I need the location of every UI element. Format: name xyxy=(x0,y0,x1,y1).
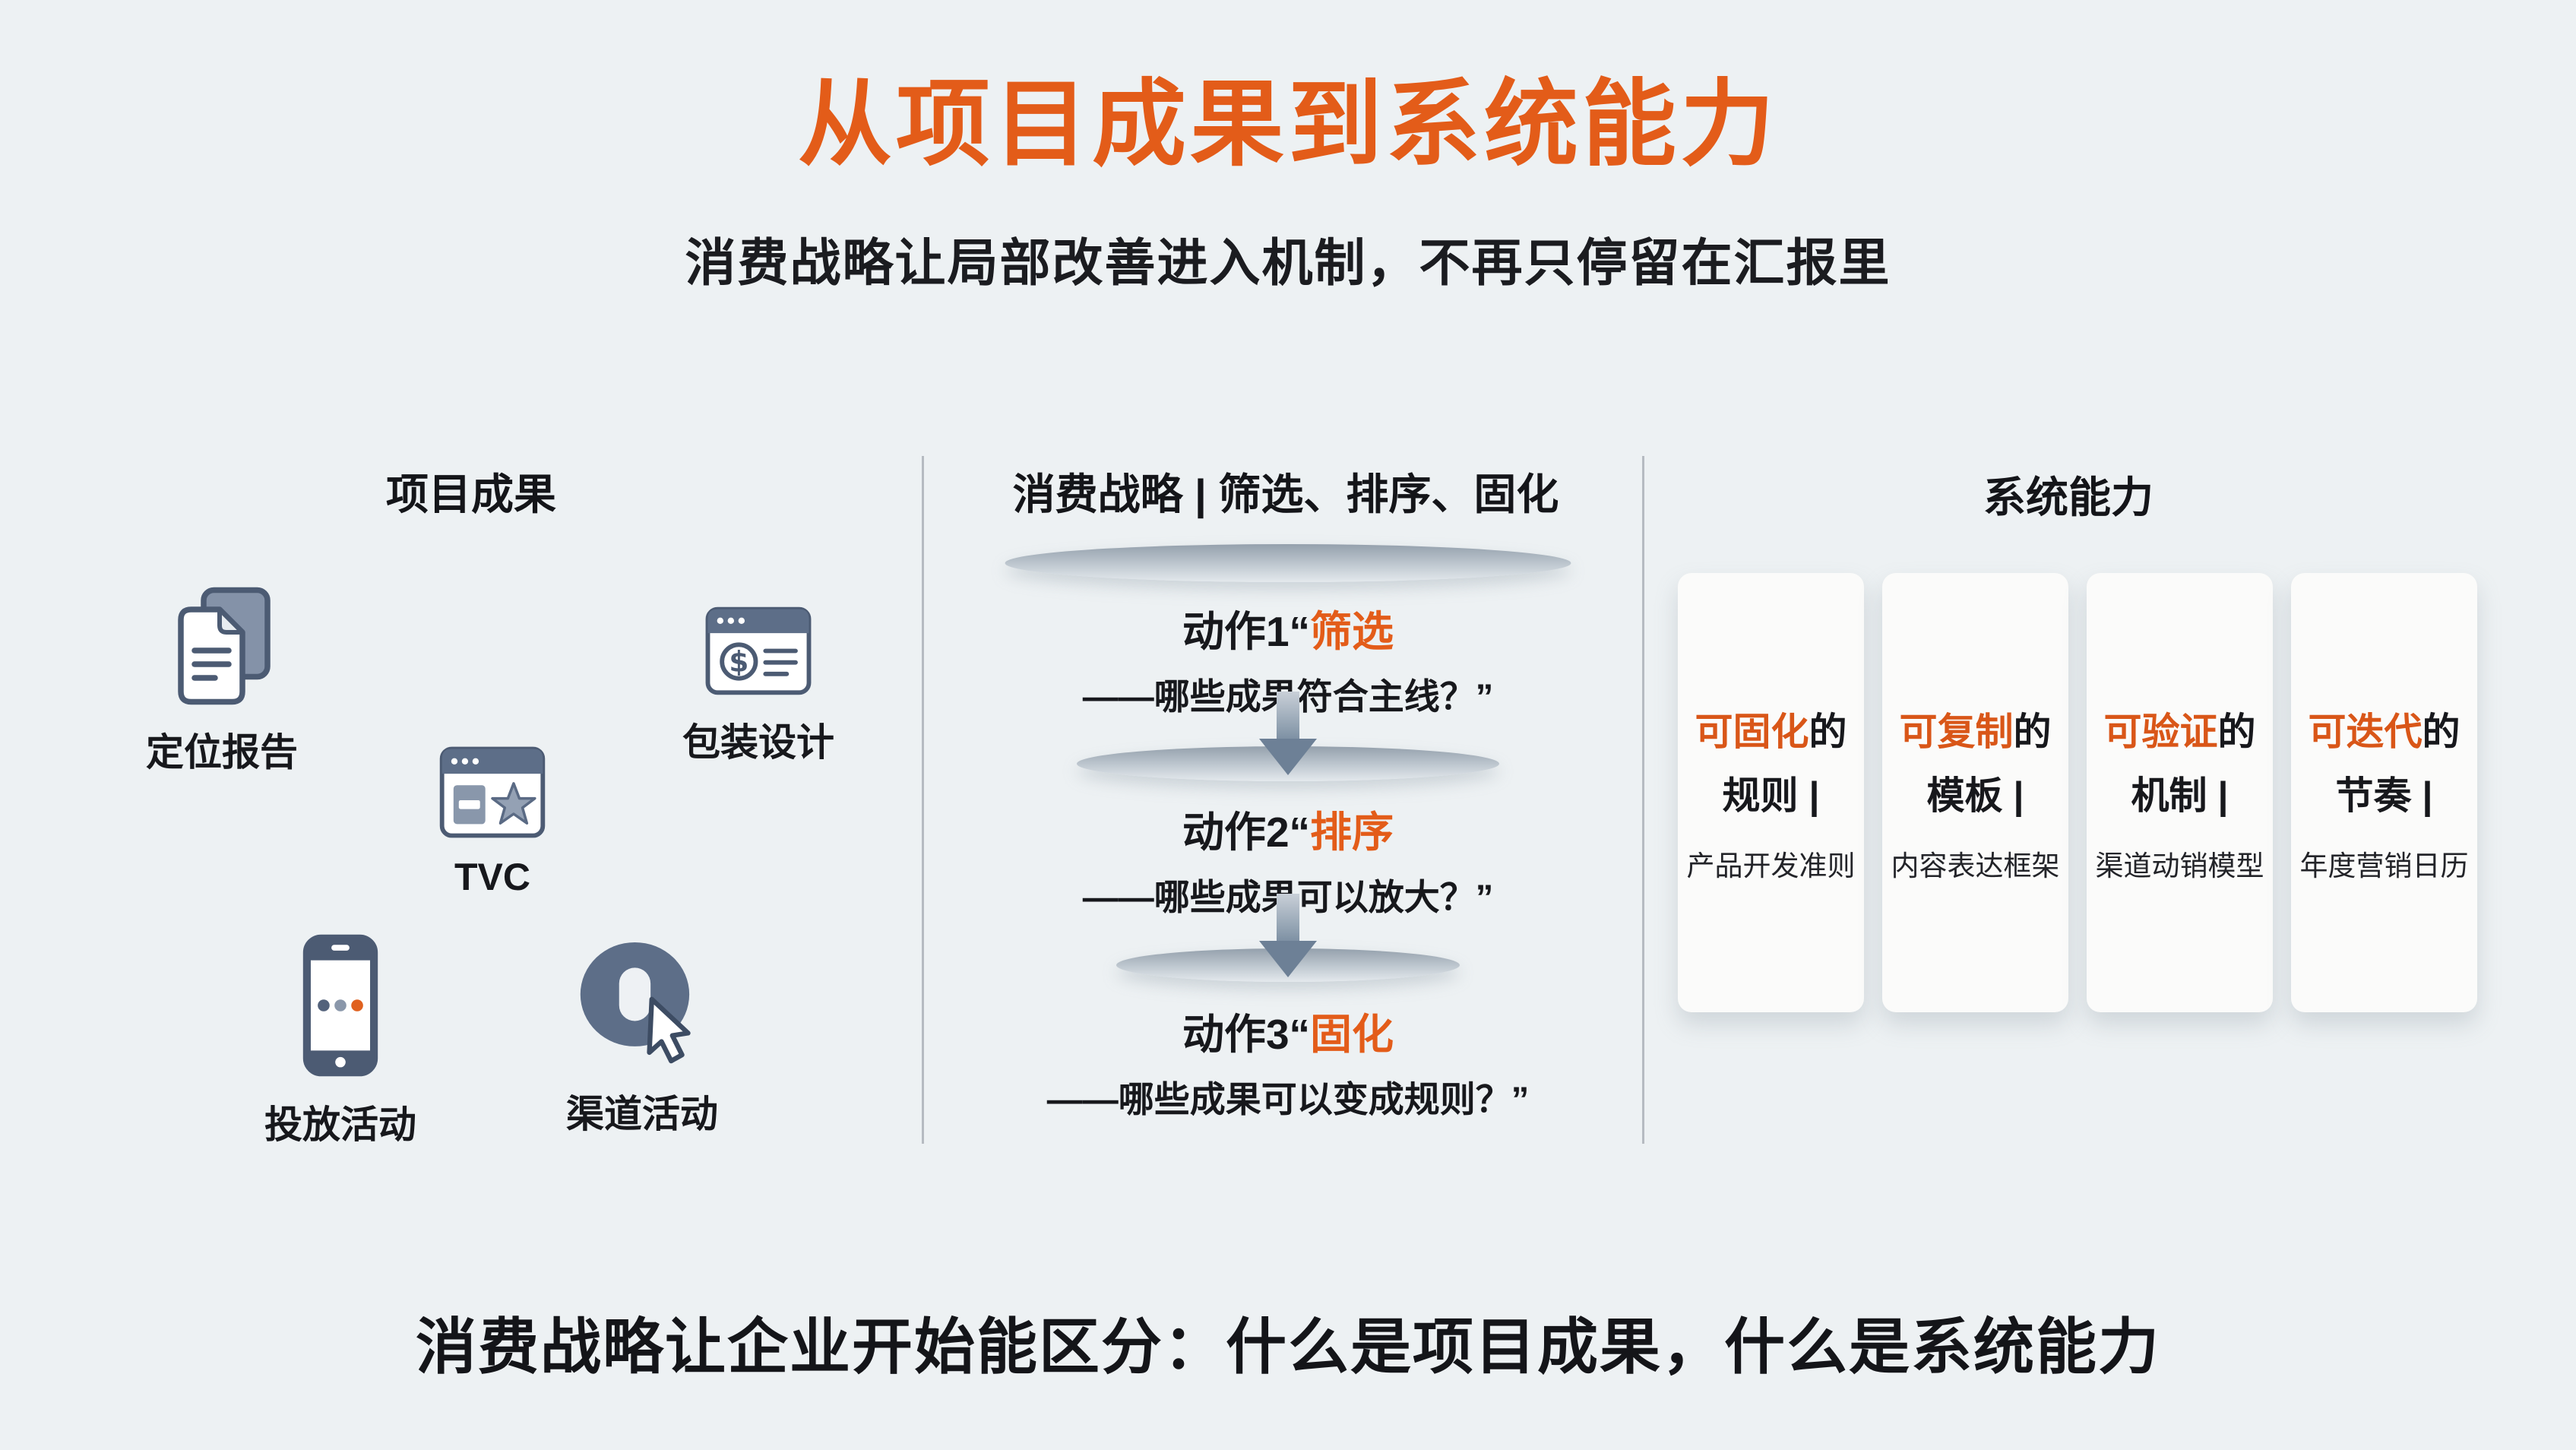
card-detail: 产品开发准则 xyxy=(1686,850,1856,882)
svg-text:$: $ xyxy=(729,644,748,678)
phone-icon xyxy=(302,933,379,1078)
result-item-label: 投放活动 xyxy=(264,1103,416,1146)
result-item-label: 定位报告 xyxy=(146,731,298,774)
funnel-disk-1 xyxy=(1005,544,1571,582)
result-item-label: TVC xyxy=(454,856,530,898)
result-item-tvc: TVC xyxy=(439,746,546,899)
card-highlight: 可固化 xyxy=(1695,711,1809,753)
down-arrow-icon xyxy=(1259,692,1317,775)
card-highlight: 可验证 xyxy=(2103,711,2218,753)
step-title: 动作3“固化 xyxy=(1182,1011,1394,1058)
step-title: 动作1“筛选 xyxy=(1182,608,1394,655)
card-detail: 年度营销日历 xyxy=(2299,850,2469,882)
system-capability-heading: 系统能力 xyxy=(1983,473,2154,521)
step-highlight: 固化 xyxy=(1310,1011,1394,1058)
page-title: 从项目成果到系统能力 xyxy=(797,72,1778,177)
page-footer: 消费战略让企业开始能区分：什么是项目成果，什么是系统能力 xyxy=(416,1313,2160,1381)
capability-card-templates: 可复制的 模板 | 内容表达框架 xyxy=(1882,573,2068,1012)
column-divider-right xyxy=(1642,456,1644,1144)
strategy-heading: 消费战略 | 筛选、排序、固化 xyxy=(1012,470,1559,518)
result-item-label: 渠道活动 xyxy=(566,1093,718,1135)
documents-icon xyxy=(165,587,279,705)
browser-dollar-icon: $ xyxy=(705,606,812,695)
result-item-label: 包装设计 xyxy=(682,721,834,764)
capability-card-rhythm: 可迭代的 节奏 | 年度营销日历 xyxy=(2291,573,2477,1012)
card-highlight: 可复制 xyxy=(1899,711,2014,753)
result-item-ad-campaign: 投放活动 xyxy=(264,933,416,1149)
result-item-positioning-report: 定位报告 xyxy=(146,587,298,777)
card-detail: 渠道动销模型 xyxy=(2095,850,2264,882)
down-arrow-icon xyxy=(1259,894,1317,977)
step-highlight: 排序 xyxy=(1310,809,1394,856)
page-subtitle: 消费战略让局部改善进入机制，不再只停留在汇报里 xyxy=(685,235,1891,292)
project-results-heading: 项目成果 xyxy=(386,470,556,518)
coin-cursor-icon xyxy=(574,936,710,1067)
card-keyword: 节奏 | xyxy=(2335,774,2433,817)
card-keyword: 规则 | xyxy=(1722,774,1820,817)
step-highlight: 筛选 xyxy=(1310,608,1394,655)
column-divider-left xyxy=(922,456,924,1144)
card-keyword: 机制 | xyxy=(2131,774,2229,817)
card-detail: 内容表达框架 xyxy=(1891,850,2060,882)
capability-cards: 可固化的 规则 | 产品开发准则 可复制的 模板 | 内容表达框架 可验证的 机… xyxy=(1678,573,2477,1012)
capability-card-mechanism: 可验证的 机制 | 渠道动销模型 xyxy=(2087,573,2273,1012)
capability-card-rules: 可固化的 规则 | 产品开发准则 xyxy=(1678,573,1864,1012)
card-highlight: 可迭代 xyxy=(2308,711,2423,753)
card-keyword: 模板 | xyxy=(1926,774,2024,817)
browser-star-icon xyxy=(439,746,546,838)
step-title: 动作2“排序 xyxy=(1182,809,1394,856)
step-question: ——哪些成果可以变成规则？” xyxy=(1046,1079,1530,1119)
result-item-channel-campaign: 渠道活动 xyxy=(566,936,718,1138)
strategy-step-3: 动作3“固化 ——哪些成果可以变成规则？” xyxy=(1047,1000,1530,1122)
result-item-packaging-design: $ 包装设计 xyxy=(682,606,834,767)
